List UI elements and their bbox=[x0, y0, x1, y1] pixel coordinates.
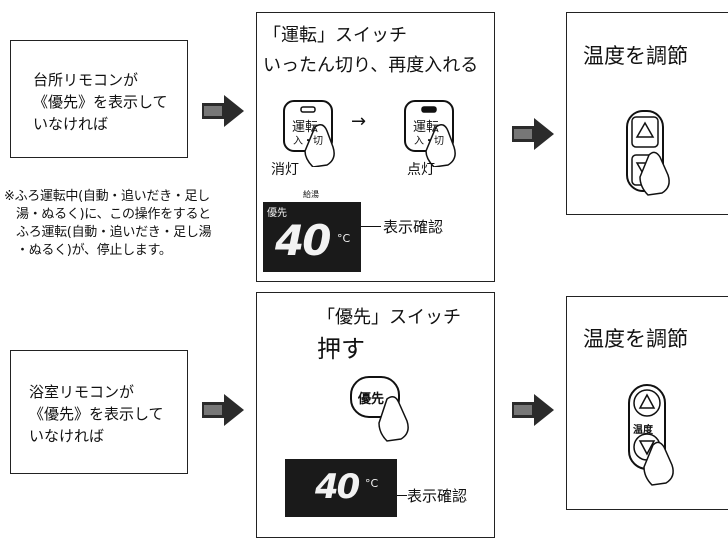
condition-line-3: いなければ bbox=[33, 115, 109, 133]
run-switch-on-icon bbox=[404, 100, 456, 167]
condition-line-3: いなければ bbox=[29, 427, 105, 445]
display-temperature: 40 bbox=[315, 467, 360, 507]
remote-display: 優先 40 °C bbox=[263, 202, 361, 272]
step-panel-run-switch: 「運転」スイッチ いったん切り、再度入れる 運転 入・切 → 運転 入・切 消灯… bbox=[256, 12, 495, 282]
off-label: 消灯 bbox=[271, 162, 299, 178]
priority-button-label: 優先 bbox=[358, 392, 385, 407]
condition-box-bathroom: 浴室リモコンが 《優先》を表示して いなければ bbox=[10, 350, 188, 474]
switch-off-label-bottom: 入・切 bbox=[293, 136, 323, 147]
note-line-2: 湯・ぬるく)に、この操作をすると bbox=[16, 207, 211, 222]
switch-off-label-top: 運転 bbox=[292, 120, 319, 135]
priority-button-icon bbox=[350, 376, 409, 442]
step-panel-adjust-temp: 温度を調節 bbox=[566, 12, 728, 215]
step-panel-priority-switch: 「優先」スイッチ 押す 優先 40 °C 表示確認 bbox=[256, 292, 495, 538]
note-line-1: ※ふろ運転中(自動・追いだき・足し bbox=[4, 189, 210, 204]
run-switch-off-icon bbox=[283, 100, 335, 167]
arrow-icon bbox=[512, 394, 554, 426]
confirm-label: 表示確認 bbox=[407, 487, 468, 505]
condition-line-2: 《優先》を表示して bbox=[33, 93, 168, 111]
switch-on-label-bottom: 入・切 bbox=[414, 136, 444, 147]
note-line-3: ふろ運転(自動・追いだき・足し湯 bbox=[16, 225, 212, 240]
condition-box-kitchen: 台所リモコンが 《優先》を表示して いなければ bbox=[10, 40, 188, 158]
temperature-button-label: 温度 bbox=[633, 425, 653, 436]
note-line-4: ・ぬるく)が、停止します。 bbox=[16, 243, 172, 258]
switch-on-label-top: 運転 bbox=[413, 120, 440, 135]
condition-line-2: 《優先》を表示して bbox=[29, 405, 164, 423]
on-label: 点灯 bbox=[407, 162, 435, 178]
panel-title-line-2: 押す bbox=[317, 335, 365, 363]
right-arrow-icon: → bbox=[351, 111, 367, 132]
arrow-icon bbox=[202, 394, 244, 426]
condition-line-1: 浴室リモコンが bbox=[29, 383, 135, 401]
arrow-icon bbox=[202, 95, 244, 127]
remote-display: 40 °C bbox=[285, 459, 397, 517]
display-unit: °C bbox=[365, 477, 379, 490]
step-panel-adjust-temp-bath: 温度を調節 温度 bbox=[566, 296, 728, 510]
leader-line bbox=[361, 226, 381, 227]
arrow-icon bbox=[512, 118, 554, 150]
display-unit: °C bbox=[337, 232, 351, 245]
panel-title-line-1: 「優先」スイッチ bbox=[317, 307, 461, 328]
temperature-buttons-icon bbox=[628, 384, 674, 486]
condition-line-1: 台所リモコンが bbox=[33, 71, 139, 89]
display-small-label: 給湯 bbox=[303, 190, 319, 199]
panel-title: 温度を調節 bbox=[583, 327, 688, 351]
panel-title-line-1: 「運転」スイッチ bbox=[263, 25, 407, 46]
leader-line bbox=[397, 495, 407, 496]
panel-title: 温度を調節 bbox=[583, 44, 688, 68]
panel-title-line-2: いったん切り、再度入れる bbox=[263, 55, 479, 76]
display-temperature: 40 bbox=[275, 216, 331, 265]
confirm-label: 表示確認 bbox=[383, 218, 444, 236]
display-priority-label: 優先 bbox=[267, 208, 287, 219]
temperature-buttons-icon bbox=[626, 110, 670, 196]
